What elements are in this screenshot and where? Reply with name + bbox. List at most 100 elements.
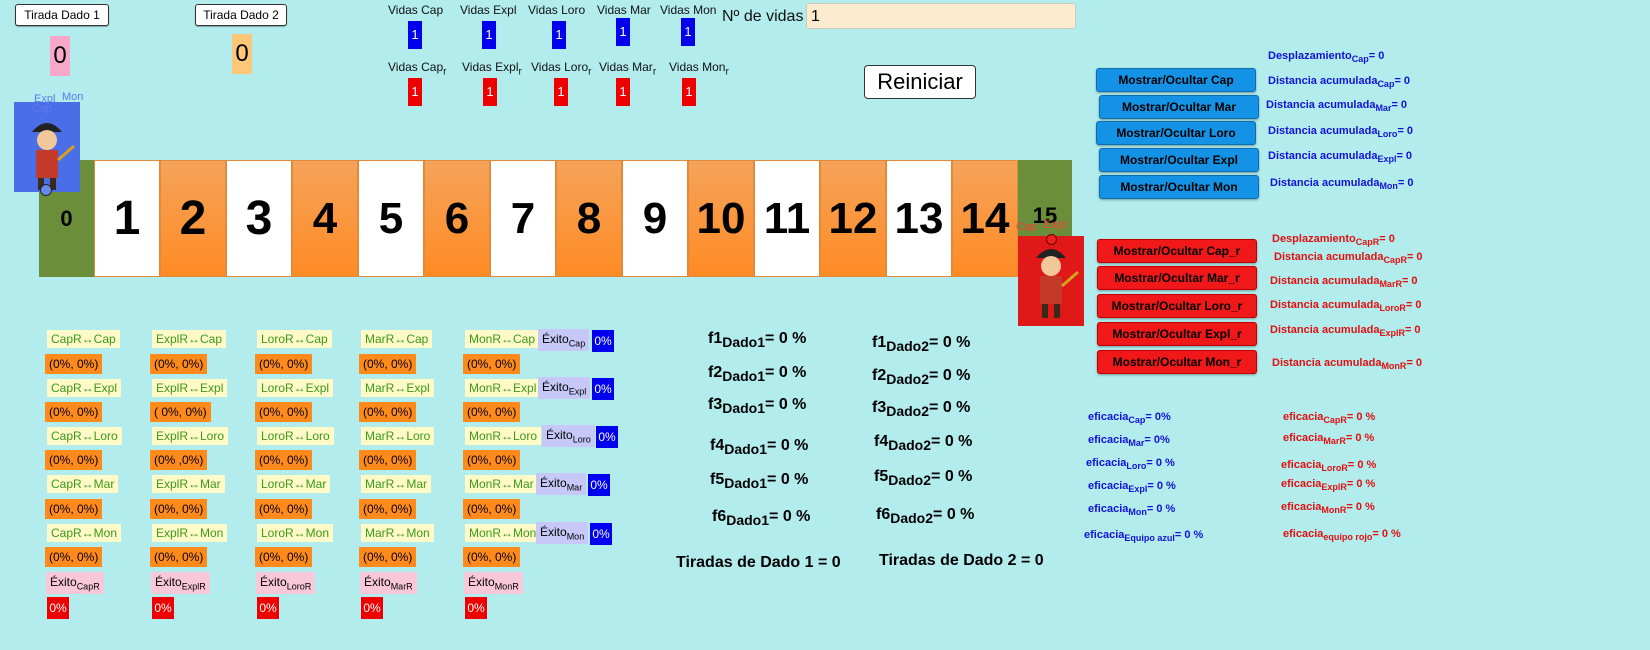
- efficiency-sub: MarR: [1323, 436, 1346, 447]
- red-pirate-token[interactable]: [1018, 236, 1084, 326]
- lives-label-sub: r: [588, 66, 592, 78]
- stat-base: Desplazamiento: [1272, 233, 1356, 245]
- pair-label: MonR↔Cap: [465, 330, 540, 348]
- freq-sub: Dado1: [726, 512, 770, 529]
- red-token-marker[interactable]: [1046, 234, 1057, 245]
- reset-button[interactable]: Reiniciar: [864, 65, 976, 99]
- success-sub: ExplR: [181, 581, 206, 592]
- efficiency-word: eficacia: [1088, 503, 1129, 515]
- blue-token-marker[interactable]: [40, 184, 52, 196]
- lives-blue-label: Vidas Cap: [388, 3, 443, 17]
- dice-1-value: 0: [50, 36, 70, 76]
- stat-tail: = 0: [1404, 324, 1421, 336]
- pair-label: ExplR↔Mon: [152, 524, 228, 542]
- lives-label-text: Vidas Mon: [669, 60, 726, 74]
- red-stat: Distancia acumuladaExplR= 0: [1270, 324, 1421, 338]
- stat-base: Distancia acumulada: [1270, 299, 1380, 311]
- stat-tail: = 0: [1379, 233, 1395, 245]
- efficiency-word: eficacia: [1281, 459, 1322, 471]
- pair-label: CapR↔Expl: [47, 379, 122, 397]
- freq-name: f3: [708, 396, 723, 413]
- freq-name: f2: [872, 367, 887, 384]
- pair-label: CapR↔Loro: [47, 427, 122, 445]
- efficiency-word: eficacia: [1086, 457, 1127, 469]
- pair-label: LoroR↔Expl: [257, 379, 334, 397]
- success-word: Éxito: [542, 332, 569, 346]
- lives-count-label: Nº de vidas: [722, 8, 804, 25]
- efficiency-word: eficacia: [1088, 480, 1129, 492]
- board-cell: 14: [952, 160, 1018, 277]
- lives-blue-value: 1: [616, 18, 630, 46]
- freq-name: f1: [708, 330, 723, 347]
- lives-red-label: Vidas Loror: [531, 60, 592, 77]
- freq-name: f6: [712, 508, 727, 525]
- pair-percent: (0%, 0%): [255, 354, 313, 374]
- pair-percent: (0%, 0%): [255, 402, 313, 422]
- toggle-red-button[interactable]: Mostrar/Ocultar Loro_r: [1097, 294, 1257, 318]
- toggle-blue-button[interactable]: Mostrar/Ocultar Loro: [1096, 121, 1256, 145]
- blue-token-label-mon: Mon: [62, 91, 84, 103]
- success-blue-label: ÉxitoExpl: [538, 377, 591, 400]
- lives-label-text: Vidas Expl: [460, 3, 517, 17]
- success-sub: Mar: [566, 482, 583, 493]
- pirate-icon: [1018, 236, 1084, 326]
- dice-2-frequency: f6Dado2= 0 %: [876, 506, 974, 526]
- pair-percent: (0%, 0%): [45, 499, 103, 519]
- freq-tail: = 0 %: [767, 471, 809, 488]
- stat-sub: CapR: [1383, 255, 1407, 266]
- lives-blue-label: Vidas Expl: [460, 3, 516, 17]
- lives-label-text: Vidas Mar: [597, 3, 651, 17]
- lives-red-value: 1: [483, 78, 497, 106]
- freq-tail: = 0 %: [765, 330, 807, 347]
- freq-tail: = 0 %: [929, 399, 971, 416]
- red-stat: Distancia acumuladaMarR= 0: [1270, 275, 1418, 289]
- toggle-blue-button[interactable]: Mostrar/Ocultar Expl: [1099, 148, 1259, 172]
- roll-dice-1-button[interactable]: Tirada Dado 1: [15, 4, 109, 26]
- success-blue-label: ÉxitoCap: [538, 329, 590, 352]
- efficiency-word: eficacia: [1283, 432, 1324, 444]
- pair-label: MarR↔Expl: [361, 379, 434, 397]
- toggle-red-button[interactable]: Mostrar/Ocultar Mar_r: [1097, 266, 1257, 290]
- toggle-blue-button[interactable]: Mostrar/Ocultar Cap: [1096, 68, 1256, 92]
- toggle-blue-button[interactable]: Mostrar/Ocultar Mar: [1099, 95, 1259, 119]
- lives-count-input[interactable]: 1: [806, 3, 1076, 29]
- lives-label-sub: r: [652, 66, 657, 78]
- pair-percent: (0% ,0%): [150, 450, 208, 470]
- board-cell: 10: [688, 160, 754, 277]
- efficiency-red: eficaciaequipo rojo= 0 %: [1283, 528, 1401, 542]
- efficiency-tail: = 0 %: [1346, 478, 1376, 490]
- efficiency-tail: = 0%: [1145, 411, 1171, 423]
- stat-sub: MonR: [1381, 361, 1407, 372]
- efficiency-sub: LoroR: [1321, 463, 1348, 474]
- blue-stat: Distancia acumuladaLoro= 0: [1268, 125, 1413, 139]
- lives-blue-value: 1: [482, 21, 496, 49]
- freq-sub: Dado1: [722, 368, 766, 385]
- blue-pirate-token[interactable]: [14, 102, 80, 192]
- pair-label: CapR↔Mon: [47, 524, 122, 542]
- blue-stat: Distancia acumuladaMar= 0: [1266, 99, 1407, 113]
- roll-dice-2-button[interactable]: Tirada Dado 2: [195, 4, 287, 26]
- success-red-label: ÉxitoMarR: [360, 572, 417, 595]
- lives-blue-value: 1: [552, 21, 566, 49]
- lives-red-value: 1: [408, 78, 422, 106]
- dice-2-frequency: f5Dado2= 0 %: [874, 468, 972, 488]
- freq-sub: Dado1: [722, 400, 766, 417]
- freq-name: f5: [710, 471, 725, 488]
- freq-tail: = 0 %: [929, 367, 971, 384]
- success-word: Éxito: [155, 575, 182, 589]
- toggle-red-button[interactable]: Mostrar/Ocultar Mon_r: [1097, 350, 1257, 374]
- lives-label-text: Vidas Mar: [599, 60, 653, 74]
- dice-1-frequency: f6Dado1= 0 %: [712, 508, 810, 528]
- red-stat: Distancia acumuladaCapR= 0: [1274, 251, 1423, 265]
- toggle-red-button[interactable]: Mostrar/Ocultar Cap_r: [1097, 239, 1257, 263]
- efficiency-sub: Mon: [1128, 507, 1147, 518]
- success-red-value: 0%: [465, 597, 487, 619]
- freq-name: f2: [708, 364, 723, 381]
- blue-stat: Distancia acumuladaExpl= 0: [1268, 150, 1412, 164]
- success-word: Éxito: [468, 575, 495, 589]
- toggle-red-button[interactable]: Mostrar/Ocultar Expl_r: [1097, 322, 1257, 346]
- success-red-value: 0%: [257, 597, 279, 619]
- pair-percent: (0%, 0%): [150, 499, 208, 519]
- toggle-blue-button[interactable]: Mostrar/Ocultar Mon: [1099, 175, 1259, 199]
- success-sub: LoroR: [286, 581, 312, 592]
